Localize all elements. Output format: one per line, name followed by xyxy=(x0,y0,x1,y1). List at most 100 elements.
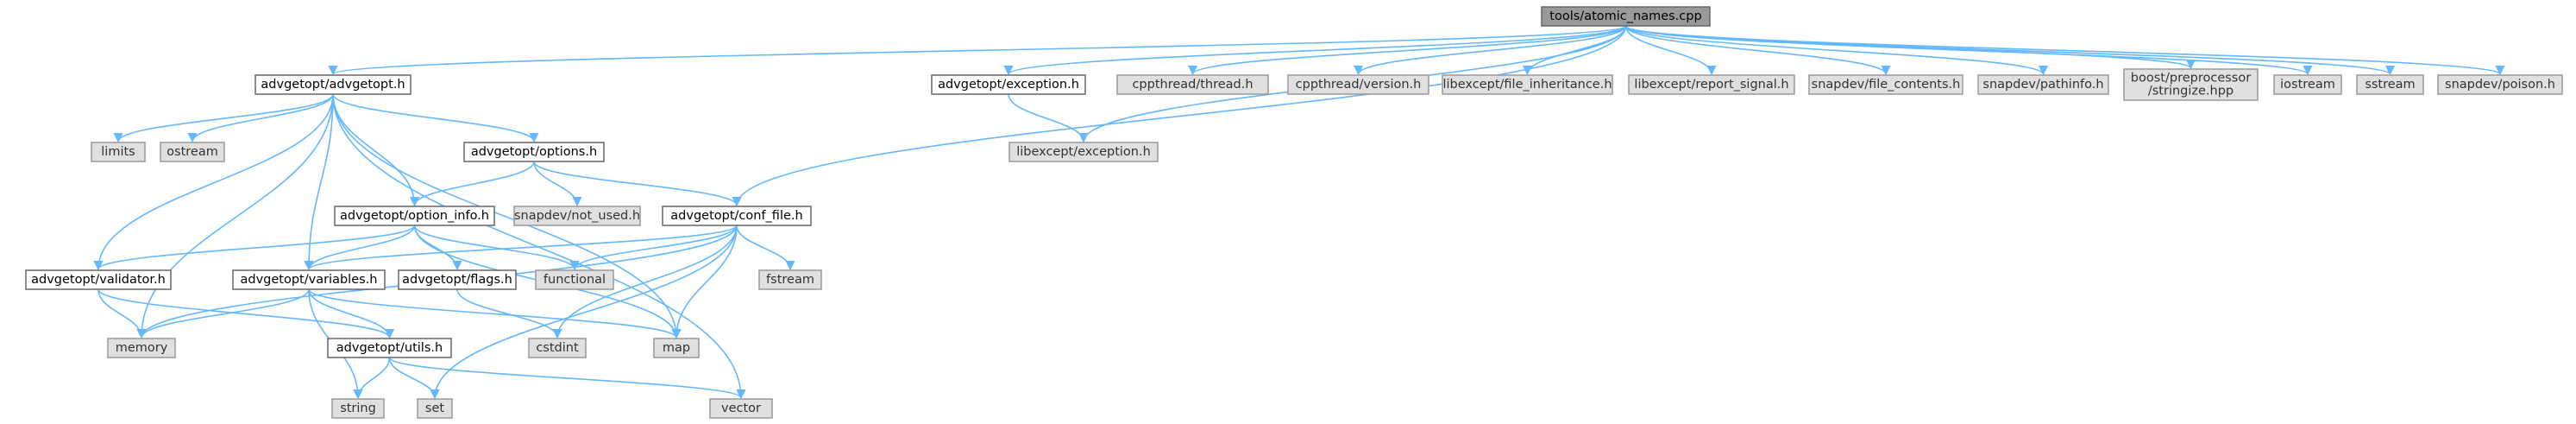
node-memory: memory xyxy=(107,338,176,358)
edge-validator-to-memory xyxy=(97,288,147,339)
edge-validator-to-utils xyxy=(97,288,394,339)
edge-options-to-optinfo xyxy=(409,161,535,207)
node-options[interactable]: advgetopt/options.h xyxy=(463,142,605,162)
node-label: libexcept/report_signal.h xyxy=(1634,78,1788,92)
node-fileinh: libexcept/file_inheritance.h xyxy=(1442,74,1613,95)
node-label: advgetopt/variables.h xyxy=(241,273,378,287)
node-box xyxy=(417,398,453,419)
node-vector: vector xyxy=(709,398,773,419)
edge-advgetopt-to-validator xyxy=(93,93,334,271)
node-box xyxy=(709,398,773,419)
edge-utils-to-set xyxy=(388,357,440,400)
node-libexc: libexcept/exception.h xyxy=(1008,142,1159,162)
edge-optinfo-to-functional xyxy=(413,225,580,271)
node-functional: functional xyxy=(535,269,614,290)
node-box xyxy=(1628,74,1795,95)
node-box xyxy=(1287,74,1429,95)
edge-conffile-to-map xyxy=(671,225,738,339)
node-box xyxy=(1116,74,1269,95)
node-label: cppthread/version.h xyxy=(1296,78,1422,92)
node-exception[interactable]: advgetopt/exception.h xyxy=(931,74,1086,95)
edge-optinfo-to-validator xyxy=(93,225,416,271)
node-variables[interactable]: advgetopt/variables.h xyxy=(232,269,386,290)
edge-advgetopt-to-memory xyxy=(136,93,334,339)
node-label: snapdev/pathinfo.h xyxy=(1982,78,2103,92)
edge-root-to-fileinh xyxy=(1522,25,1627,76)
node-box xyxy=(2273,74,2342,95)
node-root[interactable]: tools/atomic_names.cpp xyxy=(1541,6,1711,27)
node-label: libexcept/exception.h xyxy=(1016,145,1151,159)
edge-advgetopt-to-options xyxy=(332,93,539,143)
node-label: memory xyxy=(116,341,168,355)
node-box xyxy=(91,142,146,162)
node-box xyxy=(2356,74,2424,95)
edge-variables-to-utils xyxy=(308,288,395,339)
edge-options-to-notused xyxy=(533,161,582,207)
node-flags[interactable]: advgetopt/flags.h xyxy=(398,269,517,290)
node-conffile[interactable]: advgetopt/conf_file.h xyxy=(662,206,812,226)
node-fstream: fstream xyxy=(758,269,822,290)
node-label: fstream xyxy=(766,273,814,287)
node-label: advgetopt/validator.h xyxy=(31,273,166,287)
node-box xyxy=(254,74,412,95)
node-label: tools/atomic_names.cpp xyxy=(1549,9,1701,23)
node-box xyxy=(2123,68,2259,101)
node-label: set xyxy=(425,402,444,415)
node-utils[interactable]: advgetopt/utils.h xyxy=(327,338,452,358)
edge-root-to-pathinfo xyxy=(1624,25,2048,76)
node-box xyxy=(1442,74,1613,95)
node-label: vector xyxy=(721,402,761,415)
node-label: iostream xyxy=(2280,78,2335,92)
node-box xyxy=(1977,74,2109,95)
node-label: ostream xyxy=(166,145,218,159)
node-label: functional xyxy=(543,273,606,287)
node-label: cstdint xyxy=(536,341,579,355)
edge-conffile-to-variables xyxy=(304,225,738,271)
node-label: snapdev/poison.h xyxy=(2445,78,2555,92)
node-box xyxy=(327,338,452,358)
edge-utils-to-vector xyxy=(388,357,746,400)
node-box xyxy=(331,398,385,419)
node-filecontents: snapdev/file_contents.h xyxy=(1808,74,1963,95)
node-box xyxy=(513,206,641,226)
node-label: advgetopt/flags.h xyxy=(402,273,512,287)
node-box xyxy=(334,206,495,226)
edge-root-to-filecontents xyxy=(1624,25,1891,76)
node-label: boost/preprocessor xyxy=(2131,72,2251,85)
node-poison: snapdev/poison.h xyxy=(2437,74,2563,95)
node-version: cppthread/version.h xyxy=(1287,74,1429,95)
edge-root-to-exception xyxy=(1003,25,1627,76)
edge-advgetopt-to-map xyxy=(332,93,682,339)
edge-conffile-to-fstream xyxy=(736,225,795,271)
node-label: snapdev/file_contents.h xyxy=(1812,78,1961,92)
node-label: snapdev/not_used.h xyxy=(514,209,640,223)
node-box xyxy=(653,338,700,358)
node-box xyxy=(758,269,822,290)
node-validator[interactable]: advgetopt/validator.h xyxy=(25,269,172,290)
node-box xyxy=(1541,6,1711,27)
node-box xyxy=(25,269,172,290)
edge-advgetopt-to-optinfo xyxy=(332,93,420,207)
node-stringize: boost/preprocessor/stringize.hpp xyxy=(2123,68,2259,101)
node-label: advgetopt/advgetopt.h xyxy=(261,78,405,92)
node-optinfo[interactable]: advgetopt/option_info.h xyxy=(334,206,495,226)
edge-advgetopt-to-ostream xyxy=(187,93,334,143)
node-box xyxy=(931,74,1086,95)
edge-conffile-to-functional xyxy=(569,225,738,271)
node-label: libexcept/file_inheritance.h xyxy=(1442,78,1612,92)
node-box xyxy=(535,269,614,290)
node-advgetopt[interactable]: advgetopt/advgetopt.h xyxy=(254,74,412,95)
edge-exception-to-libexc xyxy=(1008,93,1089,143)
node-label: /stringize.hpp xyxy=(2148,85,2234,98)
edge-variables-to-memory xyxy=(136,288,310,339)
node-ostream: ostream xyxy=(160,142,225,162)
node-box xyxy=(662,206,812,226)
edge-root-to-conffile xyxy=(732,25,1627,207)
node-set: set xyxy=(417,398,453,419)
node-label: sstream xyxy=(2365,78,2415,92)
edge-utils-to-string xyxy=(353,357,391,400)
edge-root-to-thread xyxy=(1188,25,1627,76)
node-box xyxy=(2437,74,2563,95)
node-label: advgetopt/conf_file.h xyxy=(670,209,802,223)
